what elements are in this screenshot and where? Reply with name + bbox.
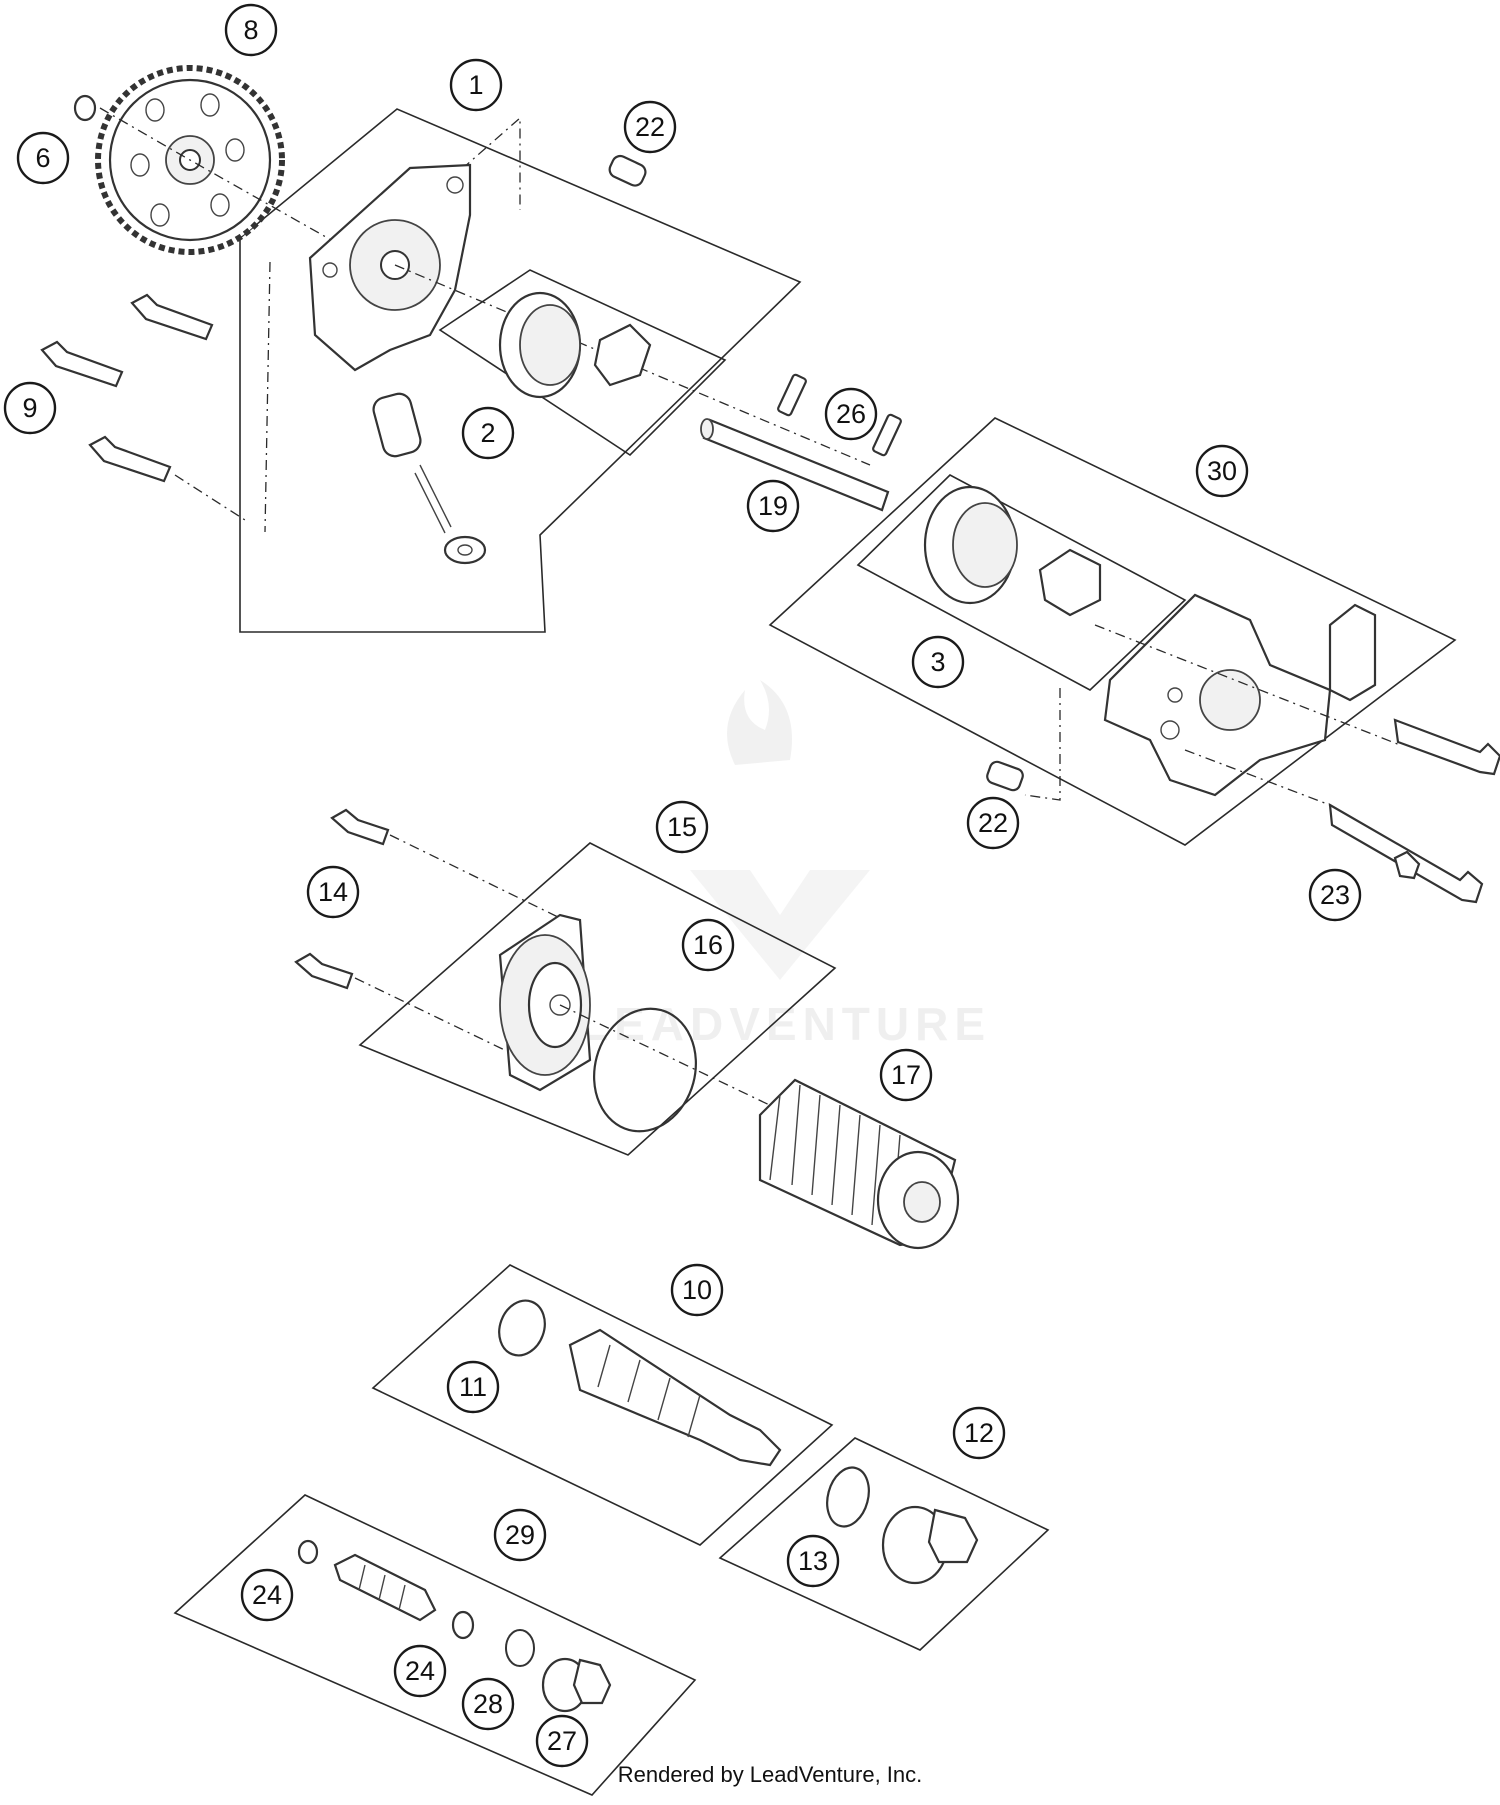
filter-cover-part-15 (498, 913, 592, 1092)
bolt-parts-14 (294, 808, 390, 990)
callout-22b: 22 (966, 796, 1020, 850)
callout-27: 27 (535, 1714, 589, 1768)
bolt-parts-9 (40, 293, 214, 483)
callout-19: 19 (746, 479, 800, 533)
svg-text:9: 9 (22, 393, 37, 423)
callout-22: 22 (623, 100, 677, 154)
shaft-part-19 (700, 418, 890, 512)
callout-24a: 24 (240, 1568, 294, 1622)
oil-filter-part-17 (758, 1078, 960, 1250)
pump-housing-part-1 (308, 163, 472, 372)
leader-filter-axis (559, 1004, 781, 1111)
callout-13: 13 (786, 1534, 840, 1588)
svg-text:19: 19 (758, 491, 788, 521)
svg-text:11: 11 (459, 1372, 487, 1402)
leader-bolt-14a (389, 834, 561, 919)
group-box-1 (239, 108, 802, 633)
strainer-part-29 (333, 1553, 437, 1622)
snap-ring-6 (73, 94, 97, 122)
callout-26: 26 (824, 387, 878, 441)
pin-part-26b (872, 413, 902, 457)
svg-text:22: 22 (978, 808, 1008, 838)
svg-text:23: 23 (1320, 880, 1350, 910)
callout-1: 1 (449, 58, 503, 112)
o-ring-part-11 (498, 1299, 546, 1357)
watermark-text: LEADVENTURE (580, 998, 991, 1050)
o-ring-part-24b (451, 1610, 475, 1640)
leader-bolt-9 (174, 474, 246, 521)
callout-8: 8 (224, 3, 278, 57)
group-box-10 (371, 1264, 834, 1546)
callout-11: 11 (446, 1360, 500, 1414)
group-box-3 (856, 474, 1187, 691)
svg-text:22: 22 (635, 112, 665, 142)
svg-text:10: 10 (682, 1275, 712, 1305)
leader-bolts (264, 261, 271, 533)
callout-28: 28 (461, 1677, 515, 1731)
callout-12: 12 (952, 1406, 1006, 1460)
render-credit: Rendered by LeadVenture, Inc. (617, 1762, 923, 1787)
leader-bolt-23 (1184, 749, 1331, 806)
pump-housing-part-30 (1103, 593, 1377, 797)
callout-9: 9 (3, 381, 57, 435)
o-ring-part-28 (505, 1629, 535, 1667)
pin-part-26a (777, 373, 807, 417)
dowel-part-22-top (608, 154, 647, 187)
svg-text:27: 27 (547, 1726, 577, 1756)
leader-gear-axis (99, 107, 341, 246)
group-box-2 (438, 269, 727, 457)
svg-text:14: 14 (318, 877, 348, 907)
svg-text:24: 24 (252, 1580, 282, 1610)
callout-29: 29 (493, 1508, 547, 1562)
valve-spring-washer (372, 392, 487, 565)
callout-24b: 24 (393, 1644, 447, 1698)
callout-17: 17 (879, 1048, 933, 1102)
group-box-15 (358, 842, 837, 1156)
o-ring-part-13 (826, 1466, 870, 1528)
callout-14: 14 (306, 865, 360, 919)
callout-3: 3 (911, 635, 965, 689)
callout-30: 30 (1195, 444, 1249, 498)
svg-text:30: 30 (1207, 456, 1237, 486)
svg-text:13: 13 (798, 1546, 828, 1576)
strainer-part-10 (568, 1328, 782, 1467)
svg-text:1: 1 (468, 70, 483, 100)
svg-text:28: 28 (473, 1689, 503, 1719)
callout-6: 6 (16, 131, 70, 185)
svg-text:12: 12 (964, 1418, 994, 1448)
o-ring-part-16 (593, 1007, 697, 1133)
callout-23: 23 (1308, 868, 1362, 922)
callout-15: 15 (655, 800, 709, 854)
callout-10: 10 (670, 1263, 724, 1317)
rotor-part-3 (923, 485, 1102, 617)
snap-ring-part-24a (297, 1539, 319, 1565)
leader-bolt-14b (354, 977, 516, 1056)
plug-part-27 (541, 1657, 612, 1713)
drain-plug-part-12 (881, 1505, 979, 1585)
group-box-30 (768, 417, 1457, 846)
dowel-part-22-bottom (986, 760, 1024, 792)
svg-text:6: 6 (35, 143, 50, 173)
svg-text:2: 2 (480, 418, 495, 448)
callout-16: 16 (681, 918, 735, 972)
group-box-29 (173, 1494, 697, 1796)
watermark-logo: LEADVENTURE (580, 680, 991, 1050)
svg-text:26: 26 (836, 399, 866, 429)
leader-22-bottom (1024, 688, 1061, 801)
leader-pump30-axis (1094, 624, 1401, 746)
group-box-12 (718, 1437, 1050, 1651)
svg-text:15: 15 (667, 812, 697, 842)
svg-text:8: 8 (243, 15, 258, 45)
svg-text:3: 3 (930, 647, 945, 677)
svg-text:16: 16 (693, 930, 723, 960)
svg-text:24: 24 (405, 1656, 435, 1686)
svg-text:17: 17 (891, 1060, 921, 1090)
svg-text:29: 29 (505, 1520, 535, 1550)
callout-2: 2 (461, 406, 515, 460)
rotor-part-2 (498, 291, 652, 399)
bolt-parts-23 (1328, 718, 1500, 904)
